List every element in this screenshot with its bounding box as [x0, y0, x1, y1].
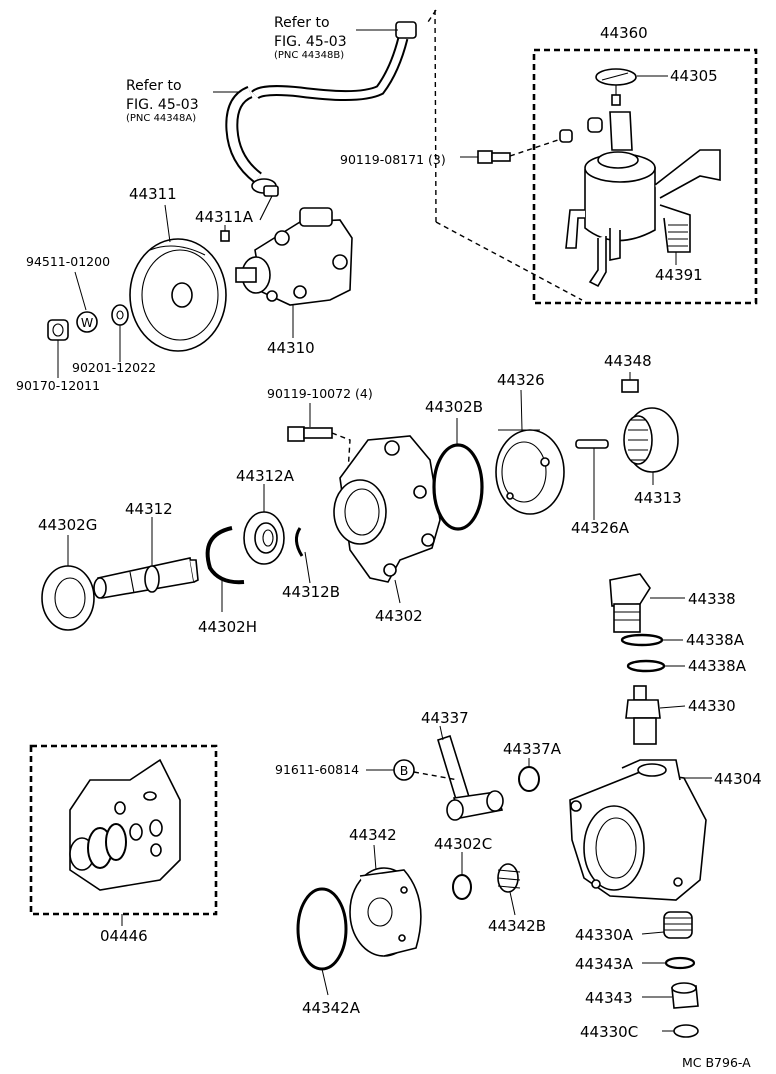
part-label: 44302B [425, 398, 483, 416]
svg-text:FIG. 45-03: FIG. 45-03 [274, 34, 347, 50]
grommet [559, 129, 573, 143]
reservoir-group-box [532, 48, 758, 305]
washer-marker: W [81, 315, 93, 330]
part-label: 44343 [585, 989, 633, 1007]
gasket-kit [69, 758, 181, 891]
ref-note-upper: Refer to FIG. 45-03 (PNC 44348B) [274, 15, 347, 61]
bolt [477, 150, 511, 164]
rotor [623, 407, 679, 473]
part-label: 91611-60814 [275, 762, 359, 777]
o-ring-large [432, 443, 484, 531]
o-ring [620, 633, 664, 647]
shaft [93, 557, 199, 599]
part-label: 44330C [580, 1023, 638, 1041]
part-label: 44302C [434, 835, 492, 853]
diagram-code: MC B796-A [682, 1055, 751, 1070]
o-ring [626, 659, 666, 673]
reservoir-guide-line [434, 9, 437, 223]
suction-hose [225, 85, 277, 194]
spring [663, 911, 693, 939]
part-label: 44338A [686, 631, 745, 649]
pulley-nut [47, 319, 69, 341]
cam-ring [495, 429, 565, 515]
svg-text:Refer to: Refer to [126, 78, 182, 94]
part-label: 44312 [125, 500, 173, 518]
part-label: 44311A [195, 208, 254, 226]
part-label: 44342 [349, 826, 397, 844]
woodruff-key [220, 230, 230, 242]
gasket-kit-box [29, 744, 218, 916]
svg-text:(PNC 44348B): (PNC 44348B) [274, 50, 344, 61]
part-label: 44338A [688, 657, 747, 675]
part-label: 44360 [600, 24, 648, 42]
part-label: 44313 [634, 489, 682, 507]
svg-text:Refer to: Refer to [274, 15, 330, 31]
side-plate-o-ring [296, 887, 348, 971]
front-housing [333, 435, 441, 583]
pin [575, 439, 609, 449]
part-label: 44310 [267, 339, 315, 357]
rear-housing [569, 759, 707, 901]
part-label: 44326 [497, 371, 545, 389]
part-label: 44338 [688, 590, 736, 608]
plug-o-ring [664, 956, 696, 970]
svg-text:(PNC 44348A): (PNC 44348A) [126, 113, 196, 124]
part-label: 44302 [375, 607, 423, 625]
part-label: 44302G [38, 516, 97, 534]
part-label: 44330 [688, 697, 736, 715]
part-label: 44330A [575, 926, 634, 944]
part-label: 90119-08171 (3) [340, 152, 446, 167]
part-label: 44326A [571, 519, 630, 537]
union-o-ring [518, 766, 540, 792]
small-o-ring [452, 874, 472, 900]
part-label: 44343A [575, 955, 634, 973]
part-label: 90119-10072 (4) [267, 386, 373, 401]
part-label: 44304 [714, 770, 762, 788]
part-label: 04446 [100, 927, 148, 945]
end-plug [671, 982, 699, 1009]
part-label: 44311 [129, 185, 177, 203]
part-label: 44337A [503, 740, 562, 758]
part-label: 44342B [488, 917, 546, 935]
part-label: 90201-12022 [72, 360, 156, 375]
union-fitting [437, 734, 504, 821]
part-label: 44342A [302, 999, 361, 1017]
bearing [243, 511, 285, 565]
side-plate [349, 867, 422, 957]
pulley [129, 238, 227, 352]
reservoir-cap [595, 68, 637, 106]
bolt-marker-letter: B [400, 763, 409, 778]
part-label: 94511-01200 [26, 254, 110, 269]
part-label: 44312B [282, 583, 340, 601]
shaft-snap-ring [295, 527, 304, 557]
snap-ring [205, 526, 245, 585]
reservoir-tank [565, 111, 721, 288]
flow-control-valve [625, 685, 661, 745]
union-plug [609, 573, 651, 633]
svg-text:FIG. 45-03: FIG. 45-03 [126, 97, 199, 113]
relief-spring [497, 863, 521, 893]
part-label: 44312A [236, 467, 295, 485]
pump-assembly [235, 185, 353, 306]
gasket [673, 1024, 699, 1038]
part-label: 44337 [421, 709, 469, 727]
washer [76, 311, 98, 333]
vane [621, 379, 639, 393]
part-label: 44391 [655, 266, 703, 284]
grommet [587, 117, 603, 133]
ref-note-lower: Refer to FIG. 45-03 (PNC 44348A) [126, 78, 199, 124]
housing-bolt [287, 426, 333, 442]
part-label: 44302H [198, 618, 257, 636]
lock-washer [111, 304, 129, 326]
oil-seal [41, 565, 95, 631]
part-label: 90170-12011 [16, 378, 100, 393]
part-label: 44305 [670, 67, 718, 85]
part-label: 44348 [604, 352, 652, 370]
